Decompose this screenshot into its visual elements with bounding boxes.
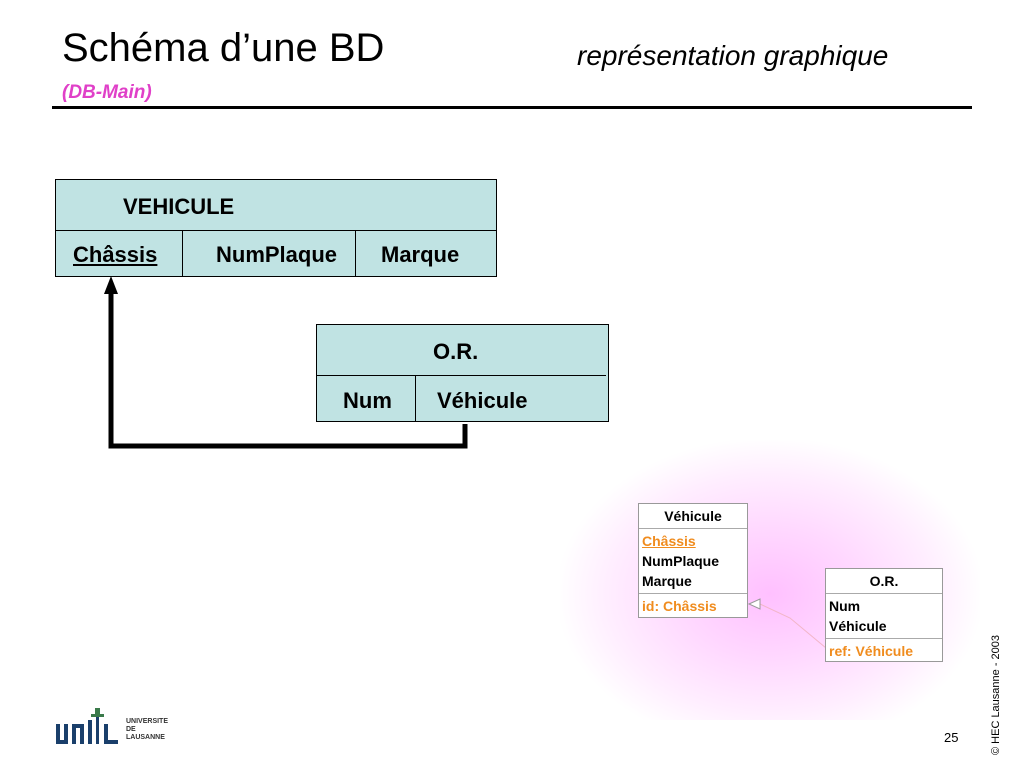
dbmain-vehicule-attr-numplaque: NumPlaque: [642, 553, 720, 569]
unil-logo-text: UNIVERSITE DE LAUSANNE: [126, 718, 169, 741]
dbmain-or-attr-num: Num: [829, 598, 861, 614]
or-table: O.R. Num Véhicule: [316, 324, 609, 422]
vehicule-attr-marque: Marque: [381, 242, 460, 267]
copyright-text: © HEC Lausanne - 2003: [990, 634, 1002, 755]
vehicule-table-header: VEHICULE: [56, 180, 496, 231]
dbmain-or-attr-vehicule: Véhicule: [829, 618, 887, 634]
dbmain-or-ref: ref: Véhicule: [829, 641, 939, 661]
dbmain-vehicule-name: Véhicule: [664, 508, 722, 524]
or-attr-vehicule: Véhicule: [437, 388, 528, 413]
vehicule-table-name: VEHICULE: [123, 194, 235, 219]
unil-logo-mark-icon: [56, 708, 118, 744]
dbmain-or-entity: O.R. Num Véhicule ref: Véhicule: [825, 568, 943, 662]
or-col-divider: [415, 375, 416, 421]
vehicule-col-divider: [355, 230, 356, 276]
vehicule-attr-chassis: Châssis: [73, 242, 158, 267]
vehicule-table: VEHICULE Châssis NumPlaque Marque: [55, 179, 497, 277]
dbmain-vehicule-attr-marque: Marque: [642, 573, 692, 589]
page-number: 25: [944, 730, 959, 745]
vehicule-col-divider: [182, 230, 183, 276]
or-table-header: O.R.: [317, 325, 606, 376]
slide-subtitle: représentation graphique: [577, 40, 889, 71]
or-attr-num: Num: [343, 388, 392, 413]
dbmain-vehicule-id-value: Châssis: [663, 598, 717, 614]
dbmain-or-name: O.R.: [869, 573, 899, 589]
dbmain-vehicule-attr-chassis: Châssis: [642, 533, 696, 549]
tool-label: (DB-Main): [62, 82, 152, 103]
dbmain-vehicule-id: id: Châssis: [642, 596, 744, 616]
slide-title: Schéma d’une BD: [62, 26, 385, 70]
dbmain-vehicule-entity: Véhicule Châssis NumPlaque Marque id: Ch…: [638, 503, 748, 618]
or-table-name: O.R.: [433, 339, 479, 364]
unil-logo: UNIVERSITE DE LAUSANNE: [54, 706, 174, 750]
vehicule-attr-numplaque: NumPlaque: [216, 242, 338, 267]
dbmain-or-ref-label: ref:: [829, 643, 852, 659]
dbmain-or-ref-value: Véhicule: [855, 643, 914, 659]
title-rule: [52, 106, 972, 109]
dbmain-vehicule-id-label: id:: [642, 598, 660, 614]
